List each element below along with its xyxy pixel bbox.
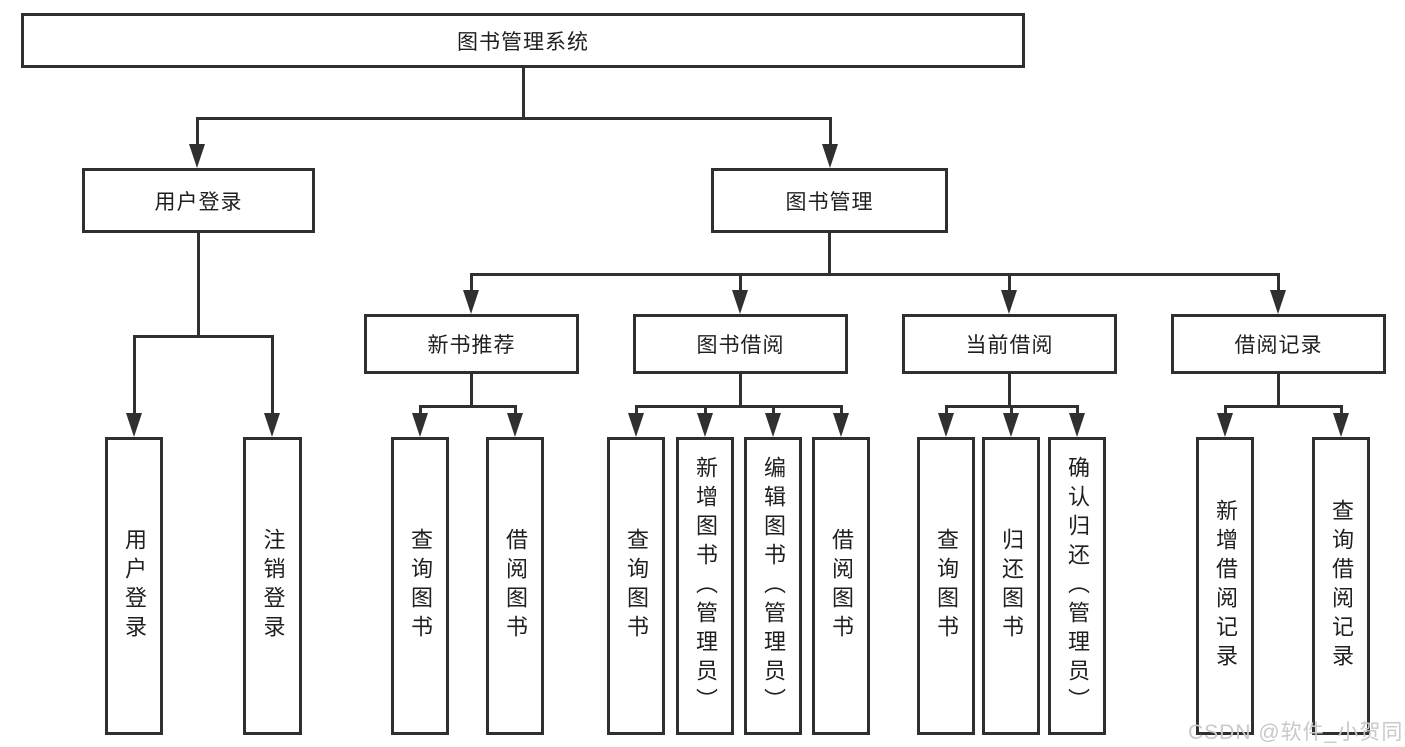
arrowhead-icon	[1217, 413, 1233, 437]
connector-line	[1277, 374, 1280, 406]
leaf-current-confirm-return-label: 确认归还（管理员）	[1065, 455, 1090, 717]
arrowhead-icon	[833, 413, 849, 437]
node-library-system: 图书管理系统	[21, 13, 1025, 68]
node-current-borrow: 当前借阅	[902, 314, 1117, 374]
leaf-borrow-edit-book-label: 编辑图书（管理员）	[761, 455, 786, 717]
node-new-book-recommend-label: 新书推荐	[427, 334, 516, 357]
connector-line	[1008, 273, 1011, 291]
leaf-recommend-borrow-book: 借阅图书	[486, 437, 544, 735]
arrowhead-icon	[697, 413, 713, 437]
connector-line	[739, 273, 742, 291]
arrowhead-icon	[1069, 413, 1085, 437]
node-book-management-label: 图书管理	[785, 190, 874, 214]
connector-line	[522, 68, 525, 118]
connector-line	[1224, 405, 1343, 408]
connector-line	[197, 233, 200, 337]
leaf-current-query-book: 查询图书	[917, 437, 975, 735]
connector-line	[829, 117, 832, 145]
connector-line	[196, 117, 832, 120]
connector-line	[1340, 405, 1343, 415]
connector-line	[470, 273, 1280, 276]
node-borrow-record-label: 借阅记录	[1234, 334, 1323, 357]
connector-line	[470, 374, 473, 406]
connector-line	[1076, 405, 1079, 415]
connector-line	[1277, 273, 1280, 291]
leaf-current-return-book: 归还图书	[982, 437, 1040, 735]
leaf-borrow-borrow-book: 借阅图书	[812, 437, 870, 735]
connector-line	[196, 117, 199, 145]
leaf-record-add-label: 新增借阅记录	[1213, 499, 1238, 673]
leaf-logout: 注销登录	[243, 437, 302, 735]
connector-line	[514, 405, 517, 415]
arrowhead-icon	[189, 144, 205, 168]
leaf-user-login-label: 用户登录	[122, 528, 147, 644]
leaf-record-add: 新增借阅记录	[1196, 437, 1254, 735]
leaf-recommend-borrow-book-label: 借阅图书	[503, 528, 528, 644]
leaf-recommend-query-book-label: 查询图书	[408, 528, 433, 644]
connector-line	[635, 405, 843, 408]
connector-line	[133, 335, 136, 414]
node-book-borrow: 图书借阅	[633, 314, 848, 374]
arrowhead-icon	[1333, 413, 1349, 437]
connector-line	[772, 405, 775, 415]
leaf-record-query-label: 查询借阅记录	[1329, 499, 1354, 673]
arrowhead-icon	[732, 290, 748, 314]
arrowhead-icon	[507, 413, 523, 437]
arrowhead-icon	[628, 413, 644, 437]
node-borrow-record: 借阅记录	[1171, 314, 1386, 374]
arrowhead-icon	[126, 413, 142, 437]
connector-line	[271, 335, 274, 414]
arrowhead-icon	[264, 413, 280, 437]
node-current-borrow-label: 当前借阅	[965, 334, 1054, 357]
leaf-record-query: 查询借阅记录	[1312, 437, 1370, 735]
connector-line	[133, 335, 274, 338]
arrowhead-icon	[765, 413, 781, 437]
connector-line	[419, 405, 517, 408]
leaf-borrow-add-book: 新增图书（管理员）	[676, 437, 734, 735]
connector-line	[1010, 405, 1013, 415]
node-book-management: 图书管理	[711, 168, 948, 233]
connector-line	[945, 405, 948, 415]
connector-line	[470, 273, 473, 291]
node-new-book-recommend: 新书推荐	[364, 314, 579, 374]
arrowhead-icon	[463, 290, 479, 314]
node-book-borrow-label: 图书借阅	[696, 334, 785, 357]
arrowhead-icon	[822, 144, 838, 168]
arrowhead-icon	[938, 413, 954, 437]
connector-line	[635, 405, 638, 415]
connector-line	[840, 405, 843, 415]
leaf-borrow-query-book-label: 查询图书	[624, 528, 649, 644]
connector-line	[828, 233, 831, 274]
leaf-borrow-edit-book: 编辑图书（管理员）	[744, 437, 802, 735]
leaf-current-query-book-label: 查询图书	[934, 528, 959, 644]
connector-line	[1224, 405, 1227, 415]
leaf-borrow-add-book-label: 新增图书（管理员）	[693, 455, 718, 717]
leaf-recommend-query-book: 查询图书	[391, 437, 449, 735]
node-user-login: 用户登录	[82, 168, 315, 233]
connector-line	[419, 405, 422, 415]
leaf-logout-label: 注销登录	[260, 528, 286, 644]
leaf-current-return-book-label: 归还图书	[999, 528, 1024, 644]
leaf-borrow-query-book: 查询图书	[607, 437, 665, 735]
leaf-borrow-borrow-book-label: 借阅图书	[829, 528, 854, 644]
node-library-system-label: 图书管理系统	[457, 30, 589, 54]
leaf-user-login: 用户登录	[105, 437, 163, 735]
arrowhead-icon	[1270, 290, 1286, 314]
watermark: CSDN @软件_小贺同学	[1188, 721, 1405, 744]
arrowhead-icon	[1001, 290, 1017, 314]
node-user-login-label: 用户登录	[154, 190, 243, 214]
connector-line	[739, 374, 742, 406]
arrowhead-icon	[412, 413, 428, 437]
arrowhead-icon	[1003, 413, 1019, 437]
leaf-current-confirm-return: 确认归还（管理员）	[1048, 437, 1106, 735]
connector-line	[1008, 374, 1011, 406]
connector-line	[704, 405, 707, 415]
